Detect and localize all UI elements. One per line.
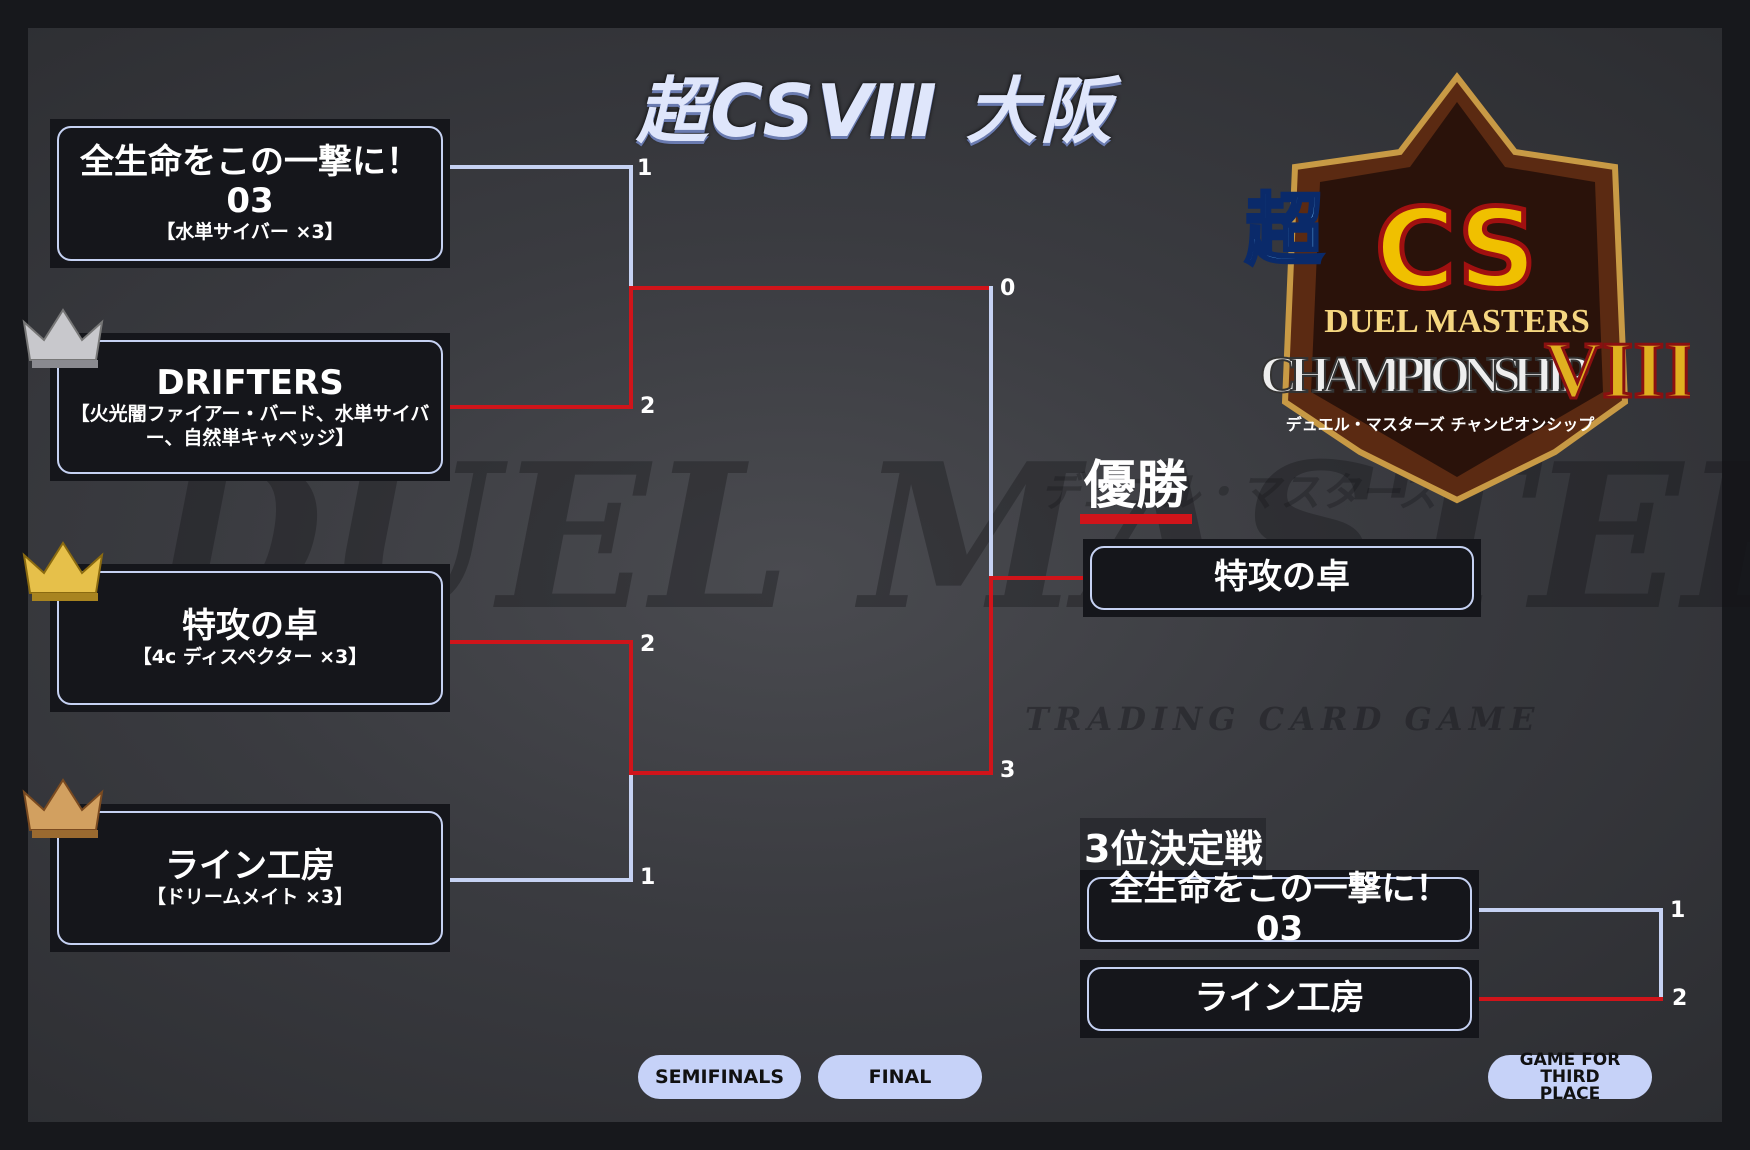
team-name: ライン工房	[165, 845, 335, 886]
winner-label: 優勝	[1080, 458, 1193, 524]
bracket-line-win	[450, 640, 633, 644]
championship-logo: 超 CS DUEL MASTERS CHAMPIONSHIP VIII デュエル…	[1244, 72, 1690, 504]
logo-viii: VIII	[1544, 327, 1690, 415]
team-name: 全生命をこの一撃に！03	[80, 141, 420, 221]
bracket-line-win	[989, 576, 993, 775]
third-team-box-1[interactable]: 全生命をこの一撃に！03	[1080, 870, 1479, 949]
team-deck: 【4c ディスペクター ×3】	[132, 645, 368, 668]
score: 2	[640, 394, 656, 419]
bracket-line	[1479, 908, 1663, 912]
team-name: DRIFTERS	[156, 362, 344, 403]
team-name: 特攻の卓	[182, 605, 318, 646]
third-place-pill: GAME FOR THIRD PLACE	[1488, 1051, 1652, 1102]
team-deck: 【ドリームメイト ×3】	[146, 885, 354, 908]
gold-crown-icon	[22, 541, 104, 601]
silver-crown-icon	[22, 308, 104, 368]
logo-kana: デュエル・マスターズ チャンピオンシップ	[1286, 415, 1596, 434]
team-deck: 【水単サイバー ×3】	[156, 220, 344, 243]
team-deck: 【火光闇ファイアー・バード、水単サイバー、自然単キャベッジ】	[70, 402, 430, 449]
score: 1	[637, 156, 653, 181]
page-title: 超CSⅧ 大阪	[636, 69, 1114, 153]
bracket-line	[450, 878, 633, 882]
third-team-box-2[interactable]: ライン工房	[1080, 960, 1479, 1038]
score: 2	[1672, 986, 1688, 1011]
bracket-line-win	[629, 286, 993, 290]
team-box-3[interactable]: 特攻の卓【4c ディスペクター ×3】	[50, 564, 450, 712]
team-name: 全生命をこの一撃に！03	[1109, 869, 1450, 949]
team-box-4[interactable]: ライン工房【ドリームメイト ×3】	[50, 804, 450, 952]
score: 0	[1000, 276, 1016, 301]
watermark-kana: デュエル・マスターズ	[1040, 469, 1438, 516]
winner-name: 特攻の卓	[1214, 557, 1350, 598]
bronze-crown-icon	[22, 778, 104, 838]
bracket-line-win	[629, 771, 993, 775]
team-name: ライン工房	[1194, 978, 1365, 1019]
bracket-line-win	[989, 576, 1084, 580]
score: 3	[1000, 758, 1016, 783]
bracket-line	[629, 775, 633, 882]
bracket-line	[989, 286, 993, 578]
score: 1	[640, 865, 656, 890]
bracket-line	[450, 165, 633, 169]
bracket-line-win	[1479, 997, 1663, 1001]
team-box-1[interactable]: 全生命をこの一撃に！03【水単サイバー ×3】	[50, 119, 450, 268]
bracket-line-win	[629, 640, 633, 775]
logo-cs: CS	[1375, 185, 1537, 313]
team-box-2[interactable]: DRIFTERS【火光闇ファイアー・バード、水単サイバー、自然単キャベッジ】	[50, 333, 450, 481]
bracket-line	[629, 165, 633, 289]
semifinals-pill: SEMIFINALS	[638, 1055, 801, 1099]
bracket-line-win	[629, 286, 633, 409]
logo-dm: DUEL MASTERS	[1324, 303, 1589, 340]
bracket-line-win	[450, 405, 633, 409]
winner-box[interactable]: 特攻の卓	[1083, 539, 1481, 617]
bracket-line	[1659, 908, 1663, 999]
watermark-sub: TRADING CARD GAME	[1025, 700, 1541, 738]
third-place-label: 3位決定戦	[1080, 818, 1267, 873]
score: 2	[640, 632, 656, 657]
final-pill: FINAL	[818, 1055, 982, 1099]
score: 1	[1670, 898, 1686, 923]
logo-super: 超	[1245, 186, 1324, 276]
logo-championship: CHAMPIONSHIP	[1260, 347, 1590, 404]
